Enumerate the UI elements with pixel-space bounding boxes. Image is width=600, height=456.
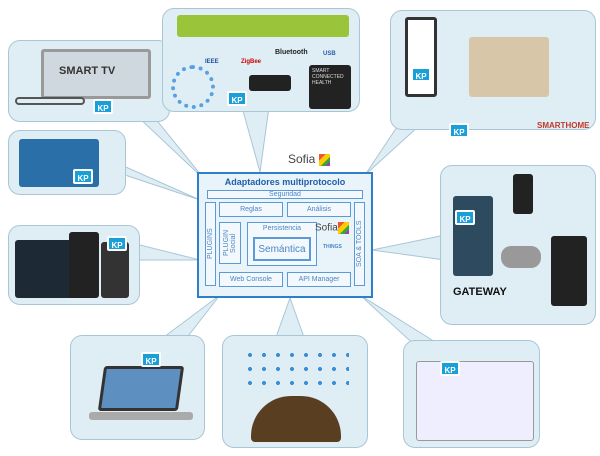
sofia-platform-box: Adaptadores multiprotocolo Seguridad PLU… (197, 172, 373, 298)
sofia-logo-icon (318, 153, 330, 166)
panel-laptop: KP (70, 335, 205, 440)
panel-smart-tv: SMART TV KP (8, 40, 170, 122)
laptop-image (97, 366, 185, 411)
gateway-label: GATEWAY (453, 286, 507, 298)
persistence-label: Persistencia (262, 225, 302, 232)
panel-social (222, 335, 368, 448)
things-label: THINGS (323, 244, 342, 250)
analysis-block: Análisis (287, 202, 351, 217)
panel-smart-home: KP KP SMARTHOME (390, 10, 596, 138)
bluetooth-logo: Bluetooth (275, 49, 308, 56)
panel-dashboard: KP (403, 340, 540, 448)
platform-title: Adaptadores multiprotocolo (224, 177, 346, 187)
social-icons-image (243, 348, 349, 392)
dashboard-screenshot (416, 361, 534, 441)
smart-health-tablet: SMART CONNECTED HEALTH (309, 65, 351, 109)
kp-badge: KP (141, 352, 161, 367)
plugin-social-block: PLUGIN Social (219, 222, 241, 264)
smart-home-house-image (469, 37, 549, 97)
panel-gateway: KP GATEWAY (440, 165, 596, 325)
kp-badge: KP (455, 210, 475, 225)
smart-home-label: SMARTHOME (537, 121, 590, 130)
rules-block: Reglas (219, 202, 283, 217)
street-lamp-image (513, 174, 533, 214)
fitness-band-image (171, 65, 215, 109)
kp-badge: KP (93, 99, 113, 114)
zigbee-logo: ZigBee (241, 59, 262, 65)
gateway-device-image (453, 196, 493, 276)
panel-mobiles: KP (8, 225, 140, 305)
kp-badge: KP (107, 236, 127, 251)
soa-tools-block: SOA & TOOLS (354, 202, 365, 286)
api-manager-block: API Manager (287, 272, 351, 287)
health-sensors-strip (177, 15, 349, 37)
panel-arduino: KP (8, 130, 126, 195)
ieee-logo: IEEE (205, 59, 219, 65)
people-silhouettes-image (251, 396, 341, 442)
phone-image (69, 232, 99, 298)
web-console-block: Web Console (219, 272, 283, 287)
camera-image (501, 246, 541, 268)
router-image (249, 75, 291, 91)
smart-glasses-image (15, 97, 85, 105)
semantics-block: Semántica (253, 237, 311, 261)
sofia-logo-icon (337, 222, 349, 234)
kp-badge: KP (73, 169, 93, 184)
security-block: Seguridad (207, 190, 363, 199)
kp-badge: KP (440, 361, 460, 376)
plugins-block: PLUGINS (205, 202, 216, 286)
sofia-logo: Sofia (288, 152, 330, 166)
inner-sofia-text: Sofia (315, 222, 338, 234)
usb-logo: USB (323, 51, 336, 57)
smartphone-image (405, 17, 437, 97)
kp-badge: KP (449, 123, 469, 138)
smart-tv-label: SMART TV (59, 65, 116, 77)
inner-sofia-logo: Sofia (315, 222, 349, 234)
kp-badge: KP (227, 91, 247, 106)
kp-badge: KP (411, 67, 431, 82)
tablet-image (15, 240, 75, 298)
sofia-brand-text: Sofia (288, 152, 316, 166)
panel-health: IEEE ZigBee Bluetooth USB SMART CONNECTE… (162, 8, 360, 112)
traffic-light-image (551, 236, 587, 306)
